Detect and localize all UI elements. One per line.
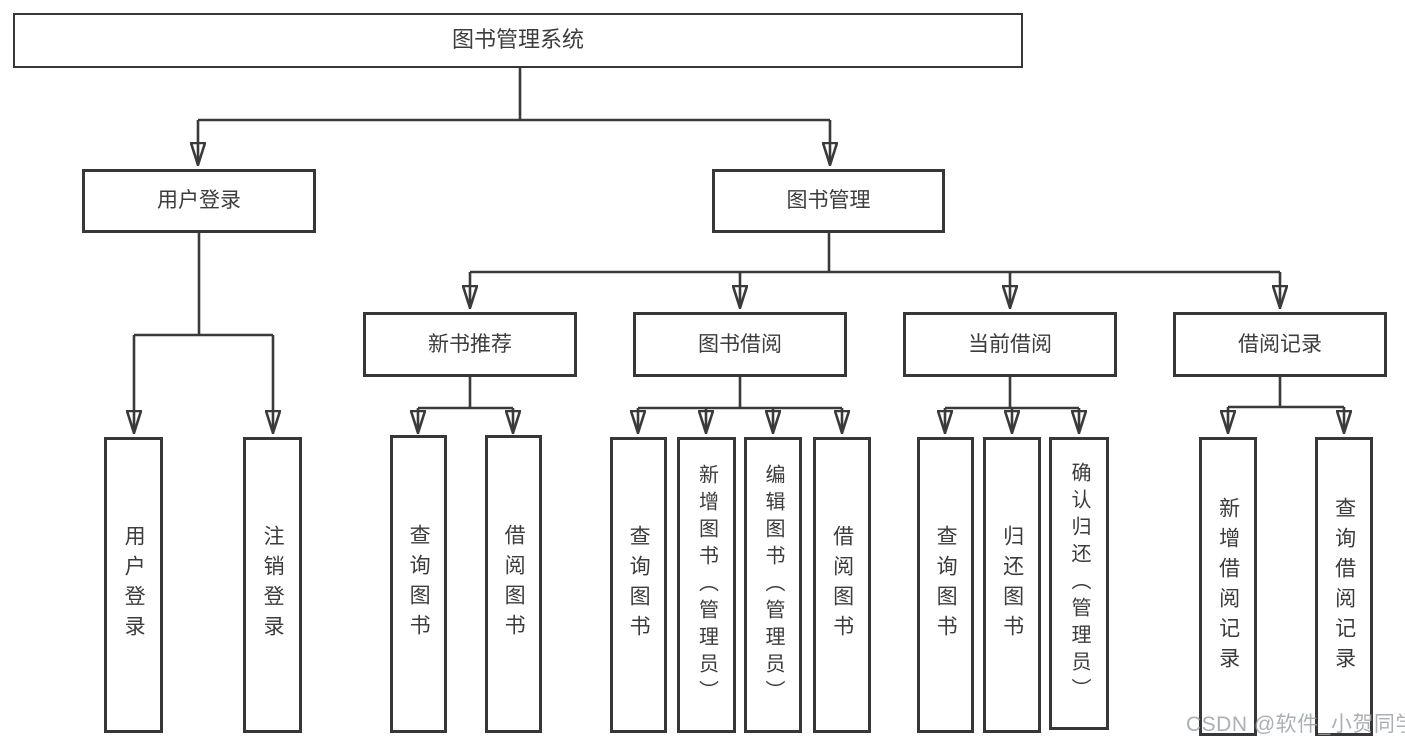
leaf-query-books-3: 查询图书 <box>917 437 974 733</box>
node-book-management: 图书管理 <box>712 169 945 233</box>
leaf-add-borrow-record: 新增借阅记录 <box>1199 437 1257 736</box>
leaf-add-book-admin: 新增图书（管理员） <box>677 437 736 733</box>
watermark: CSDN @软件_小贺同学 <box>1186 713 1405 736</box>
leaf-logout: 注销登录 <box>243 437 302 733</box>
node-new-book-recommend: 新书推荐 <box>363 312 577 377</box>
leaf-query-books-2: 查询图书 <box>610 437 667 733</box>
leaf-edit-book-admin: 编辑图书（管理员） <box>744 437 802 733</box>
node-user-login: 用户登录 <box>82 169 316 233</box>
leaf-return-books: 归还图书 <box>983 437 1041 733</box>
node-book-borrow: 图书借阅 <box>633 312 847 377</box>
leaf-query-books-1: 查询图书 <box>390 435 447 733</box>
leaf-query-borrow-record: 查询借阅记录 <box>1315 437 1373 736</box>
leaf-borrow-books-2: 借阅图书 <box>813 437 871 733</box>
leaf-confirm-return-admin: 确认归还（管理员） <box>1049 437 1109 730</box>
node-current-borrow: 当前借阅 <box>903 312 1117 377</box>
leaf-borrow-books-1: 借阅图书 <box>485 435 542 733</box>
node-borrow-records: 借阅记录 <box>1173 312 1387 377</box>
leaf-user-login: 用户登录 <box>104 437 163 733</box>
node-root: 图书管理系统 <box>13 13 1023 68</box>
